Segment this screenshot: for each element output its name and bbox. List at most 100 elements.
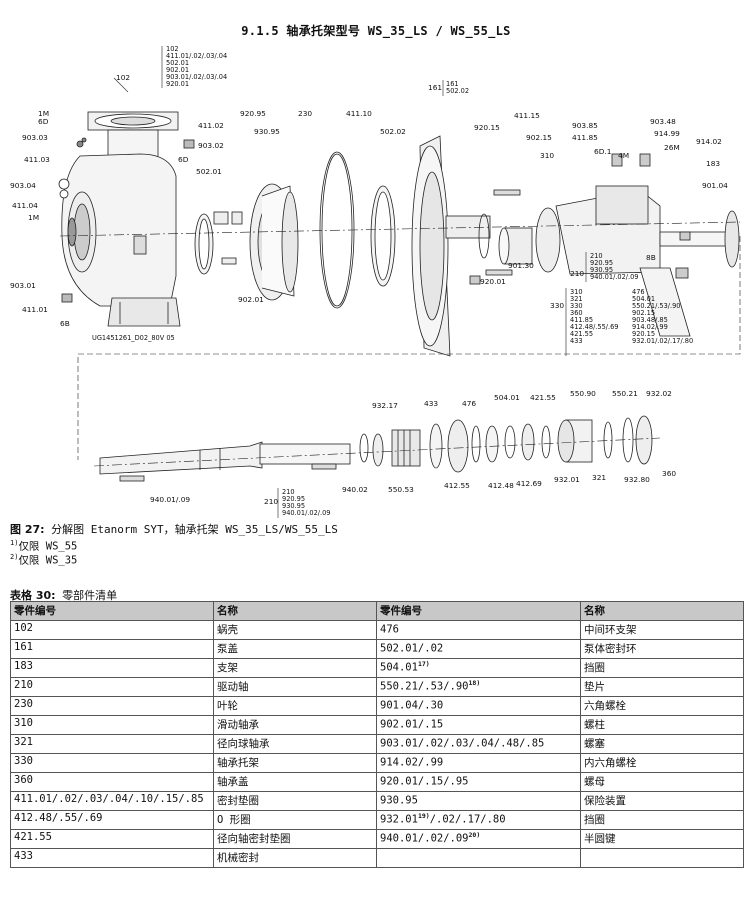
part-name-cell: 密封垫圈 (213, 791, 377, 811)
label-932-01: 932.01 (554, 475, 580, 484)
svg-text:930.95: 930.95 (590, 266, 613, 274)
label-321: 321 (592, 473, 606, 482)
svg-text:920.95: 920.95 (590, 259, 613, 267)
svg-text:914.02/.99: 914.02/.99 (632, 323, 668, 331)
part-number-text: 504.01 (380, 661, 418, 674)
footnote-ref: 18) (468, 679, 481, 687)
part-number-cell: 502.01/.02 (376, 639, 581, 659)
part-number-cell: 476 (376, 620, 581, 640)
part-number-text: 902.01/.15 (380, 718, 444, 731)
svg-text:902.01: 902.01 (166, 66, 189, 74)
part-number-cell: 901.04/.30 (376, 696, 581, 716)
part-number-cell: 433 (10, 848, 214, 868)
svg-text:310: 310 (570, 288, 583, 296)
label-330: 330 (550, 301, 564, 310)
label-920-01: 920.01 (480, 277, 506, 286)
part-name-cell: 蜗壳 (213, 620, 377, 640)
label-411-02: 411.02 (198, 121, 224, 130)
svg-text:321: 321 (570, 295, 583, 303)
figure-caption-label: 图 27: (10, 523, 45, 536)
part-number-cell: 920.01/.15/.95 (376, 772, 581, 792)
label-183: 183 (706, 159, 720, 168)
svg-text:940.01/.02/.09: 940.01/.02/.09 (282, 509, 331, 517)
label-932-02: 932.02 (646, 389, 672, 398)
part-name-cell: 机械密封 (213, 848, 377, 868)
table-caption: 表格 30: 零部件清单 (10, 587, 117, 603)
section-title: 9.1.5 轴承托架型号 WS_35_LS / WS_55_LS (241, 24, 511, 38)
svg-text:330: 330 (570, 302, 583, 310)
group-161-a: 161 (446, 80, 459, 88)
drive-shaft-drawing (99, 441, 351, 475)
label-476: 476 (462, 399, 476, 408)
svg-text:550.21/.53/.90: 550.21/.53/.90 (632, 302, 681, 310)
label-411-04: 411.04 (12, 201, 38, 210)
figure-caption-text: 分解图 Etanorm SYT，轴承托架 WS_35_LS/WS_55_LS (51, 523, 338, 536)
part-number-cell: 321 (10, 734, 214, 754)
label-550-90: 550.90 (570, 389, 596, 398)
part-number-cell: 360 (10, 772, 214, 792)
label-903-48: 903.48 (650, 117, 676, 126)
svg-text:902.15: 902.15 (632, 309, 655, 317)
footnote-ref: 20) (468, 831, 481, 839)
label-6B: 6B (60, 319, 70, 328)
label-502-02: 502.02 (380, 127, 406, 136)
table-caption-text: 零部件清单 (62, 589, 118, 602)
svg-text:920.95: 920.95 (282, 495, 305, 503)
part-name-cell: O 形圈 (213, 810, 377, 830)
mechanical-seal-drawing (391, 429, 421, 467)
label-411-10: 411.10 (346, 109, 372, 118)
svg-text:903.48/.85: 903.48/.85 (632, 316, 668, 324)
label-6D1: 6D.1 (594, 147, 612, 156)
svg-text:411.85: 411.85 (570, 316, 593, 324)
part-number-cell (376, 848, 581, 868)
impeller-drawing (249, 183, 299, 301)
label-230: 230 (298, 109, 312, 118)
label-310: 310 (540, 151, 554, 160)
part-number-text: 932.01 (380, 813, 418, 826)
label-411-03: 411.03 (24, 155, 50, 164)
label-920-95: 920.95 (240, 109, 266, 118)
part-number-cell: 902.01/.15 (376, 715, 581, 735)
part-number-cell: 102 (10, 620, 214, 640)
label-502-01: 502.01 (196, 167, 222, 176)
label-412-55: 412.55 (444, 481, 470, 490)
part-number-cell: 930.95 (376, 791, 581, 811)
part-name-cell: 径向轴密封垫圈 (213, 829, 377, 849)
label-914-02: 914.02 (696, 137, 722, 146)
part-number-cell: 412.48/.55/.69 (10, 810, 214, 830)
svg-text:940.01/.02/.09: 940.01/.02/.09 (590, 273, 639, 281)
part-name-cell: 径向球轴承 (213, 734, 377, 754)
label-411-85: 411.85 (572, 133, 598, 142)
part-number-text: 550.21/.53/.90 (380, 680, 469, 693)
header-part-no-1: 零件编号 (10, 601, 214, 621)
svg-text:102: 102 (166, 45, 179, 53)
svg-text:421.55: 421.55 (570, 330, 593, 338)
footnote-2: 2)仅限 WS_35 (10, 553, 78, 567)
label-411-15: 411.15 (514, 111, 540, 120)
label-901-30: 901.30 (508, 261, 534, 270)
label-6D-top: 6D (38, 117, 49, 126)
table-caption-label: 表格 30: (10, 589, 56, 602)
label-411-01: 411.01 (22, 305, 48, 314)
part-name-cell: 泵体密封环 (580, 639, 744, 659)
svg-text:903.01/.02/.03/.04: 903.01/.02/.03/.04 (166, 73, 227, 81)
part-name-cell: 垫片 (580, 677, 744, 697)
part-number-cell: 914.02/.99 (376, 753, 581, 773)
part-number-cell: 903.01/.02/.03/.04/.48/.85 (376, 734, 581, 754)
header-name-1: 名称 (213, 601, 377, 621)
label-932-80: 932.80 (624, 475, 650, 484)
part-number-cell: 330 (10, 753, 214, 773)
footnote-1: 1)仅限 WS_55 (10, 539, 78, 553)
part-number-text: 476 (380, 623, 399, 636)
label-940-01-09: 940.01/.09 (150, 495, 190, 504)
